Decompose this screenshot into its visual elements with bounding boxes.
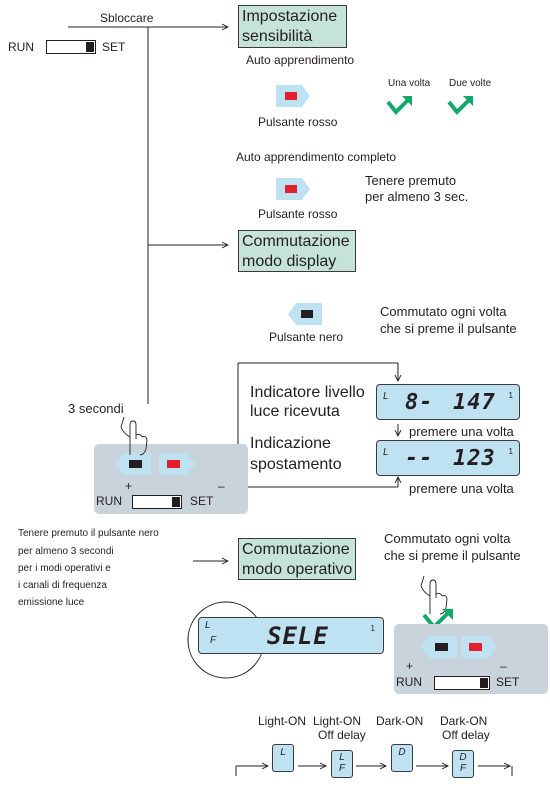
panel-left-minus: – xyxy=(218,479,225,493)
display-mode-box: Commutazione modo display xyxy=(238,230,356,272)
press-twice-arrow-icon xyxy=(447,96,473,115)
black-button-icon-panel[interactable] xyxy=(114,452,152,476)
hand-press-icon-left xyxy=(120,416,148,456)
mode-box-light-on-off-delay: L F xyxy=(331,750,353,778)
mode-box-dark-on-off-delay: D F xyxy=(452,750,474,778)
switch-knob xyxy=(172,497,180,507)
panel-right-set: SET xyxy=(496,675,520,689)
lcd1-right: 147 xyxy=(453,390,496,415)
lcd-received-level: L 8- 147 1 xyxy=(376,384,520,420)
hold-black-note-2: per almeno 3 secondi xyxy=(18,546,114,557)
lcd1-label: L xyxy=(383,391,389,402)
switch-knob xyxy=(86,42,94,52)
switch-knob xyxy=(480,678,488,688)
mode-box-light-on: L xyxy=(272,744,294,772)
sensitivity-title: Impostazione sensibilità xyxy=(242,8,338,45)
received-level-label-1: Indicatore livello xyxy=(250,384,365,401)
panel-right-plus: + xyxy=(406,659,414,673)
mode-4-line2: Off delay xyxy=(442,728,490,742)
panel-right-switch[interactable] xyxy=(434,676,490,690)
mode-2-top: L xyxy=(339,752,345,763)
mode-4-line1: Dark-ON xyxy=(440,714,488,728)
hold-black-note-5: emissione luce xyxy=(18,597,85,608)
lcd2-label: L xyxy=(383,447,389,458)
display-switch-note-1: Commutato ogni volta xyxy=(380,304,507,319)
mode-1-top: L xyxy=(280,747,286,758)
operating-mode-box: Commutazione modo operativo xyxy=(238,538,356,580)
mode-4-bottom: F xyxy=(459,763,467,774)
mode-2-bottom: F xyxy=(338,763,346,774)
red-button-icon-panel-right[interactable] xyxy=(460,635,498,659)
hold-note-line2: per almeno 3 sec. xyxy=(365,189,469,204)
panel-left-plus: + xyxy=(125,479,133,493)
lcd1-num: 1 xyxy=(508,391,513,400)
press-once-label-2: premere una volta xyxy=(409,481,514,496)
red-button-label-2: Pulsante rosso xyxy=(258,207,338,221)
lcd3-label-top: L xyxy=(205,620,211,631)
lcd3-label-bottom: F xyxy=(210,635,217,646)
hold-black-note-3: per i modi operativi e xyxy=(18,563,111,574)
panel-left-switch[interactable] xyxy=(132,495,182,509)
display-mode-title-1: Commutazione xyxy=(242,233,350,250)
black-button-icon-panel-right[interactable] xyxy=(420,635,458,659)
mode-box-dark-on: D xyxy=(391,744,413,772)
display-switch-note-2: che si preme il pulsante xyxy=(380,321,517,336)
lcd3-text: SELE xyxy=(267,622,329,650)
black-button-icon[interactable] xyxy=(287,302,323,326)
once-label: Una volta xyxy=(388,78,431,89)
shift-label-2: spostamento xyxy=(250,456,342,473)
switch-set-label: SET xyxy=(102,40,126,54)
twice-label: Due volte xyxy=(449,78,492,89)
red-button-icon-2[interactable] xyxy=(275,177,311,201)
display-mode-title-2: modo display xyxy=(242,253,337,270)
auto-learn-label: Auto apprendimento xyxy=(246,53,355,67)
panel-right-run: RUN xyxy=(396,675,422,689)
hold-black-note-1: Tenere premuto il pulsante nero xyxy=(18,528,159,539)
received-level-label-2: luce ricevuta xyxy=(250,403,340,420)
unlock-label: Sbloccare xyxy=(100,11,154,25)
lcd2-num: 1 xyxy=(508,447,513,456)
lcd3-num: 1 xyxy=(370,624,375,633)
red-button-icon-panel[interactable] xyxy=(158,452,196,476)
lcd1-left: 8- xyxy=(405,390,434,415)
mode-3-line1: Dark-ON xyxy=(376,714,424,728)
black-button-label: Pulsante nero xyxy=(269,330,344,344)
lcd2-right: 123 xyxy=(453,446,496,471)
panel-right-minus: – xyxy=(500,659,507,673)
hand-press-icon-right xyxy=(420,575,448,615)
operating-switch-note-2: che si preme il pulsante xyxy=(384,548,521,563)
lcd-operating-mode: L F SELE 1 xyxy=(198,617,384,654)
operating-switch-note-1: Commutato ogni volta xyxy=(384,531,511,546)
press-once-arrow-icon xyxy=(386,96,412,115)
mode-4-top: D xyxy=(459,752,467,763)
run-set-switch[interactable] xyxy=(46,40,96,54)
red-button-icon[interactable] xyxy=(275,84,311,108)
shift-label-1: Indicazione xyxy=(250,435,331,452)
auto-learn-done-label: Auto apprendimento completo xyxy=(236,150,397,164)
switch-run-label: RUN xyxy=(8,40,34,54)
press-once-label-1: premere una volta xyxy=(409,424,514,439)
lcd2-left: -- xyxy=(405,446,434,471)
mode-2-line2: Off delay xyxy=(318,728,366,742)
hold-black-note-4: i canali di frequenza xyxy=(18,580,107,591)
mode-1-line1: Light-ON xyxy=(258,714,307,728)
mode-3-top: D xyxy=(398,747,406,758)
sensitivity-setting-box: Impostazione sensibilità xyxy=(238,5,347,48)
mode-2-line1: Light-ON xyxy=(313,714,362,728)
panel-left-set: SET xyxy=(190,494,214,508)
hold-note-line1: Tenere premuto xyxy=(365,173,457,188)
red-button-label-1: Pulsante rosso xyxy=(258,115,338,129)
panel-left-run: RUN xyxy=(96,494,122,508)
lcd-shift: L -- 123 1 xyxy=(376,440,520,476)
operating-mode-title-1: Commutazione xyxy=(242,541,350,558)
operating-mode-title-2: modo operativo xyxy=(242,561,353,578)
three-seconds-label: 3 secondi xyxy=(68,401,124,416)
